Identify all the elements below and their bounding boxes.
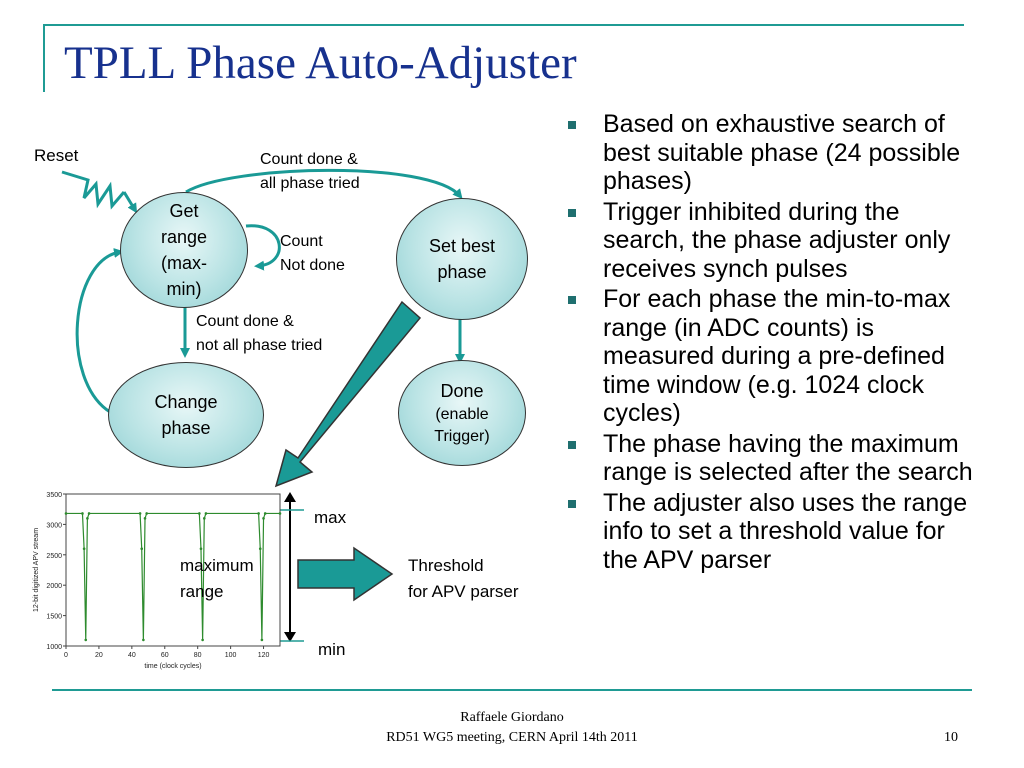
data-point bbox=[278, 512, 282, 515]
data-point bbox=[140, 547, 144, 551]
bullet-square-icon bbox=[568, 208, 576, 217]
plot-frame bbox=[65, 493, 281, 647]
data-point bbox=[262, 517, 265, 520]
state-done: Done (enable Trigger) bbox=[398, 360, 526, 466]
y-tick-label: 3000 bbox=[46, 522, 62, 529]
maximum-range-label-1: maximum bbox=[180, 556, 254, 575]
footer-event: RD51 WG5 meeting, CERN April 14th 2011 bbox=[386, 730, 638, 745]
maximum-range-label-2: range bbox=[180, 582, 224, 601]
data-point bbox=[87, 512, 91, 515]
data-point bbox=[82, 547, 86, 551]
min-label: min bbox=[318, 640, 346, 659]
x-tick-label: 0 bbox=[64, 652, 68, 659]
data-point bbox=[86, 517, 89, 520]
x-tick-label: 120 bbox=[258, 652, 270, 659]
bullet-square-icon bbox=[568, 440, 576, 449]
data-point bbox=[81, 512, 84, 515]
max-label: max bbox=[314, 508, 347, 527]
state-get-range: Get range (max-min) bbox=[120, 192, 248, 308]
bullet-item: Based on exhaustive search of best suita… bbox=[566, 110, 986, 196]
data-point bbox=[260, 638, 264, 642]
y-axis-label: 12-bit digitized APV stream bbox=[33, 528, 40, 612]
data-point bbox=[198, 512, 201, 515]
bullet-item: The phase having the maximum range is se… bbox=[566, 430, 986, 487]
state-get-range-label: Get range (max-min) bbox=[160, 201, 208, 299]
apv-stream-chart: 1000 1500 2000 2500 3000 3500 0 20 40 60 80 100 120 t… bbox=[33, 492, 282, 670]
data-point bbox=[201, 638, 204, 642]
data-point bbox=[143, 517, 147, 520]
bullet-item: The adjuster also uses the range info to… bbox=[566, 489, 986, 575]
threshold-label-2: for APV parser bbox=[408, 582, 519, 601]
arrow-change-to-get bbox=[75, 248, 124, 414]
bullet-item: Trigger inhibited during the search, the… bbox=[566, 198, 986, 284]
threshold-arrow bbox=[297, 546, 394, 602]
data-point bbox=[258, 547, 262, 551]
arrow-get-to-set bbox=[185, 168, 463, 200]
bullet-square-icon bbox=[568, 296, 576, 304]
data-point bbox=[138, 512, 142, 515]
data-point bbox=[257, 512, 260, 515]
state-change-phase-label: Change phase bbox=[154, 392, 218, 438]
y-tick-label: 2000 bbox=[46, 583, 62, 590]
state-done-subtitle: (enable Trigger) bbox=[434, 406, 490, 445]
y-tick-label: 1500 bbox=[46, 614, 62, 621]
bullet-square-icon bbox=[568, 499, 576, 508]
x-axis-label: time (clock cycles) bbox=[144, 663, 201, 670]
x-tick-label: 80 bbox=[194, 652, 202, 659]
state-done-title: Done bbox=[440, 381, 484, 401]
transition-label-not-done-1: Count bbox=[280, 233, 323, 250]
data-point bbox=[199, 547, 203, 551]
data-point bbox=[204, 512, 208, 515]
x-tick-label: 40 bbox=[128, 652, 136, 659]
state-set-best-phase-label: Set best phase bbox=[428, 236, 496, 282]
footer-author: Raffaele Giordano bbox=[460, 710, 564, 725]
transition-label-not-done-2: Not done bbox=[280, 257, 345, 274]
big-diagonal-arrow bbox=[274, 300, 422, 488]
transition-label-done-all-1: Count done & bbox=[260, 151, 358, 168]
data-point bbox=[84, 638, 88, 642]
bullet-list: Based on exhaustive search of best suita… bbox=[566, 110, 986, 576]
transition-label-done-all-2: all phase tried bbox=[260, 175, 360, 192]
bottom-rule bbox=[52, 689, 972, 691]
y-tick-label: 3500 bbox=[46, 492, 62, 499]
data-point bbox=[145, 512, 148, 515]
series-line bbox=[66, 512, 280, 640]
data-point bbox=[263, 512, 267, 515]
x-tick-label: 60 bbox=[161, 652, 169, 659]
state-change-phase: Change phase bbox=[108, 362, 264, 468]
threshold-label-1: Threshold bbox=[408, 556, 484, 575]
transition-label-done-not-all-1: Count done & bbox=[196, 313, 294, 330]
data-point bbox=[142, 638, 145, 642]
slide-title: TPLL Phase Auto-Adjuster bbox=[64, 37, 577, 89]
top-rule bbox=[44, 24, 964, 26]
data-point bbox=[202, 517, 206, 520]
y-tick-label: 1000 bbox=[46, 644, 62, 651]
left-rule bbox=[43, 24, 45, 92]
arrow-self-loop bbox=[245, 224, 281, 271]
y-tick-label: 2500 bbox=[46, 553, 62, 560]
x-tick-label: 20 bbox=[95, 652, 103, 659]
reset-signal-icon bbox=[61, 170, 126, 210]
bullet-square-icon bbox=[568, 121, 576, 129]
bullet-item: For each phase the min-to-max range (in … bbox=[566, 285, 986, 428]
x-tick-label: 100 bbox=[225, 652, 237, 659]
reset-arrow bbox=[122, 191, 138, 214]
page-number: 10 bbox=[944, 730, 958, 745]
reset-label: Reset bbox=[34, 146, 79, 165]
state-set-best-phase: Set best phase bbox=[396, 198, 528, 320]
transition-label-done-not-all-2: not all phase tried bbox=[196, 337, 323, 354]
data-point bbox=[64, 512, 68, 515]
